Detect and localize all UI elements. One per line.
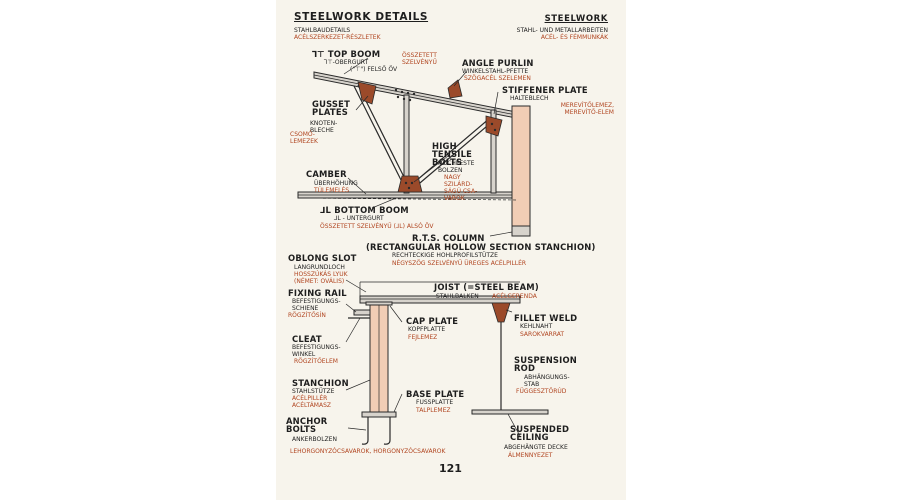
label-anchor-bolts-hu: LEHORGONYZÓCSAVAROK, HORGONYZÓCSAVAROK xyxy=(290,448,446,455)
book-page: STEELWORK DETAILS STAHLBAUDETAILS ACÉLSZ… xyxy=(276,0,626,500)
label-oblong-slot: OBLONG SLOT xyxy=(288,253,357,263)
label-rts-column: R.T.S. COLUMN xyxy=(412,233,485,243)
label-stanchion-hu2: ACÉLTÁMASZ xyxy=(292,402,331,409)
fillet-weld-plate xyxy=(491,302,511,323)
label-suspended-ceiling: SUSPENDED CEILING xyxy=(510,424,570,442)
label-cap-plate: CAP PLATE xyxy=(406,316,459,326)
label-fixing-rail-hu: RÖGZÍTŐSÍN xyxy=(288,312,326,319)
label-bottom-boom: ⅃L BOTTOM BOOM xyxy=(320,205,409,215)
anchor-bolt-right xyxy=(383,417,391,445)
label-bottom-boom-hu: ÖSSZETETT SZELVÉNYŰ (⅃L) ALSÓ ÖV xyxy=(320,223,434,230)
label-suspension-rod: SUSPENSION ROD xyxy=(514,355,578,373)
label-joist: JOIST (=STEEL BEAM) xyxy=(434,282,539,292)
label-fixing-rail: FIXING RAIL xyxy=(288,288,347,298)
label-top-boom-hu: ÖSSZETETT SZELVÉNYŰ xyxy=(402,52,437,66)
label-stiffener-plate-hu: MEREVÍTŐLEMEZ, MEREVÍTŐ-ELEM xyxy=(560,102,614,116)
base-plate xyxy=(361,411,397,418)
label-angle-purlin: ANGLE PURLIN xyxy=(462,58,534,68)
label-cleat-hu: RÖGZÍTŐELEM xyxy=(294,358,338,365)
truss-vertical-2 xyxy=(490,109,497,194)
truss-stanchion xyxy=(511,105,531,227)
section-title: STEELWORK xyxy=(544,14,608,24)
label-fillet-weld-hu: SAROKVARRAT xyxy=(520,331,565,338)
label-gusset-plates-hu: CSOMÓ-LEMEZEK xyxy=(290,131,318,145)
truss-bolts xyxy=(394,88,497,190)
label-bottom-boom-de: ⅃L - UNTERGURT xyxy=(334,215,384,222)
page-title-hu: ACÉLSZERKEZET-RÉSZLETEK xyxy=(294,34,381,41)
anchor-bolt-left xyxy=(361,417,369,445)
label-joist-hu: ACÉLGERENDA xyxy=(492,293,537,300)
joist-beam xyxy=(359,295,521,304)
section-title-de: STAHL- UND METALLARBEITEN xyxy=(516,27,608,34)
angle-purlin xyxy=(447,79,463,99)
label-joist-de: STAHLBALKEN xyxy=(436,293,479,300)
page-title-de: STAHLBAUDETAILS xyxy=(294,27,351,34)
label-suspension-rod-hu: FÜGGESZTŐRÚD xyxy=(516,388,567,395)
cap-plate xyxy=(365,301,393,306)
suspended-ceiling-panel xyxy=(471,409,549,415)
label-oblong-slot-hu2: (NÉMET: OVÁLIS) xyxy=(294,278,345,285)
label-rts-column-hu: NÉGYSZÖG SZELVÉNYŰ ÜREGES ACÉLPILLÉR xyxy=(392,260,527,267)
roof-truss xyxy=(297,57,531,237)
label-cleat: CLEAT xyxy=(292,334,322,344)
label-high-tensile-bolts: HIGH TENSILE BOLTS xyxy=(432,141,473,167)
label-top-boom-de: ⅂⊤-OBERGURT xyxy=(324,59,369,66)
label-cap-plate-de: KOPFPLATTE xyxy=(408,326,446,333)
label-cleat-de: BEFESTIGUNGS-WINKEL xyxy=(292,344,341,358)
label-angle-purlin-de: WINKELSTAHL-PFETTE xyxy=(462,68,529,75)
label-anchor-bolts-de: ANKERBOLZEN xyxy=(292,436,337,443)
label-gusset-plates-de: KNOTEN-BLECHE xyxy=(310,120,338,134)
rts-column-section xyxy=(511,225,531,237)
label-anchor-bolts: ANCHOR BOLTS xyxy=(286,416,328,434)
label-cap-plate-hu: FEJLEMEZ xyxy=(408,334,438,341)
gusset-plate-left xyxy=(357,81,377,105)
label-high-tensile-bolts-de: HOCHFESTE BOLZEN xyxy=(438,160,475,174)
label-rts-column-de: RECHTECKIGE HOHLPROFILSTÜTZE xyxy=(392,252,498,259)
truss-vertical-1 xyxy=(403,94,410,194)
label-oblong-slot-hu: HOSSZÚKÁS LYUK xyxy=(294,271,348,278)
label-high-tensile-bolts-hu: NAGY SZILÁRD-SÁGÚ CSA-VAROK xyxy=(444,174,478,202)
label-camber: CAMBER xyxy=(306,169,347,179)
label-stanchion-hu: ACÉLPILLÉR xyxy=(292,395,328,402)
label-suspended-ceiling-hu: ÁLMENNYEZET xyxy=(508,452,553,459)
label-stanchion-de: STAHLSTÜTZE xyxy=(292,388,335,395)
label-top-boom-de2: ("⊤") FELSŐ ÖV xyxy=(350,66,398,73)
label-angle-purlin-hu: SZÖGACÉL SZELEMEN xyxy=(464,75,531,82)
label-base-plate-hu: TALPLEMEZ xyxy=(416,407,451,414)
label-oblong-slot-de: LANGRUNDLOCH xyxy=(294,264,345,271)
steelwork-drawing xyxy=(297,57,549,445)
label-camber-hu: TÚLEMELÉS xyxy=(314,187,350,194)
page-title: STEELWORK DETAILS xyxy=(294,11,429,23)
label-stiffener-plate: STIFFENER PLATE xyxy=(502,85,588,95)
label-suspended-ceiling-de: ABGEHÄNGTE DECKE xyxy=(504,444,568,451)
label-stiffener-plate-de: HALTEBLECH xyxy=(510,95,549,102)
label-fixing-rail-de: BEFESTIGUNGS-SCHIENE xyxy=(292,298,341,312)
label-fillet-weld-de: KEHLNAHT xyxy=(520,323,553,330)
label-base-plate-de: FUSSPLATTE xyxy=(416,399,454,406)
gusset-plate-bottom xyxy=(397,175,423,193)
label-gusset-plates: GUSSET PLATES xyxy=(312,99,350,117)
fixing-rail xyxy=(353,309,371,316)
page-number: 121 xyxy=(439,462,462,475)
label-fillet-weld: FILLET WELD xyxy=(514,313,578,323)
label-rts-column-en2: (RECTANGULAR HOLLOW SECTION STANCHION) xyxy=(366,242,596,252)
label-base-plate: BASE PLATE xyxy=(406,389,465,399)
label-stanchion: STANCHION xyxy=(292,378,349,388)
label-camber-de: ÜBERHÖHUNG xyxy=(314,180,358,187)
column-detail xyxy=(345,279,549,445)
label-suspension-rod-de: ABHÄNGUNGS-STAB xyxy=(524,374,570,388)
section-title-hu: ACÉL- ÉS FÉMMUNKÁK xyxy=(540,34,608,41)
gusset-plate-right xyxy=(485,115,503,137)
label-top-boom: ⅂⊤ TOP BOOM xyxy=(312,49,381,59)
